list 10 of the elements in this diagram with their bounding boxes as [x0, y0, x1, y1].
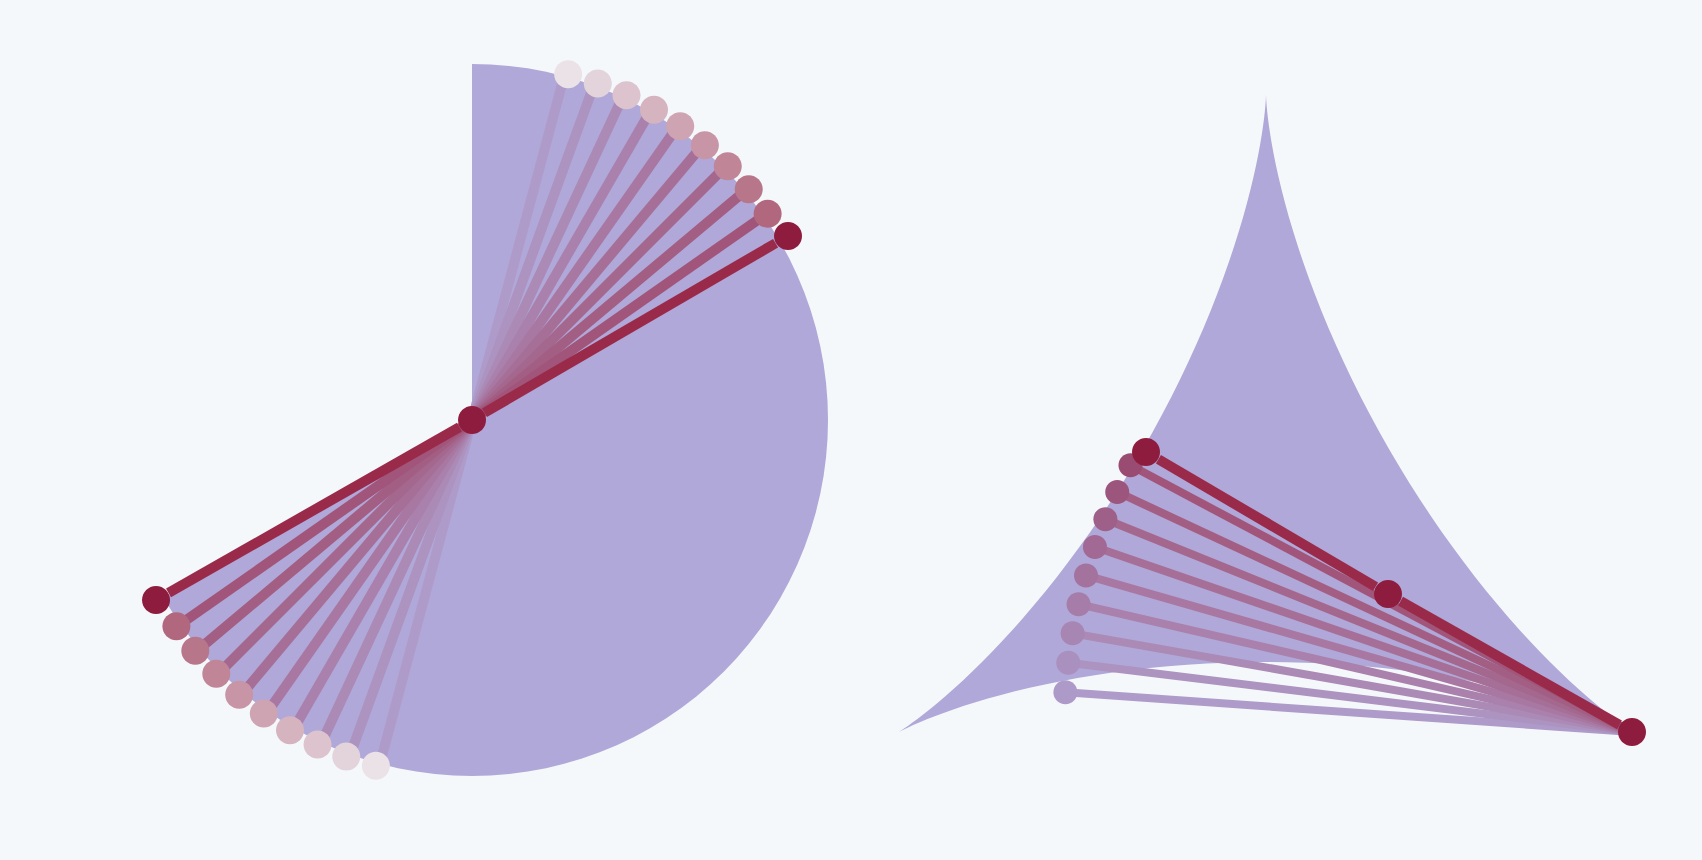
needle-line: [166, 422, 462, 598]
needle-end-dot: [1374, 580, 1402, 608]
needle-line: [1398, 596, 1622, 730]
needle-line: [481, 238, 779, 418]
needle-end-dot: [1618, 718, 1646, 746]
needle-line: [1155, 454, 1379, 591]
needle-end-dot: [142, 586, 170, 614]
needle-end-dot: [1132, 438, 1160, 466]
needle-end-dot: [774, 222, 802, 250]
needle-end-dot: [458, 406, 486, 434]
